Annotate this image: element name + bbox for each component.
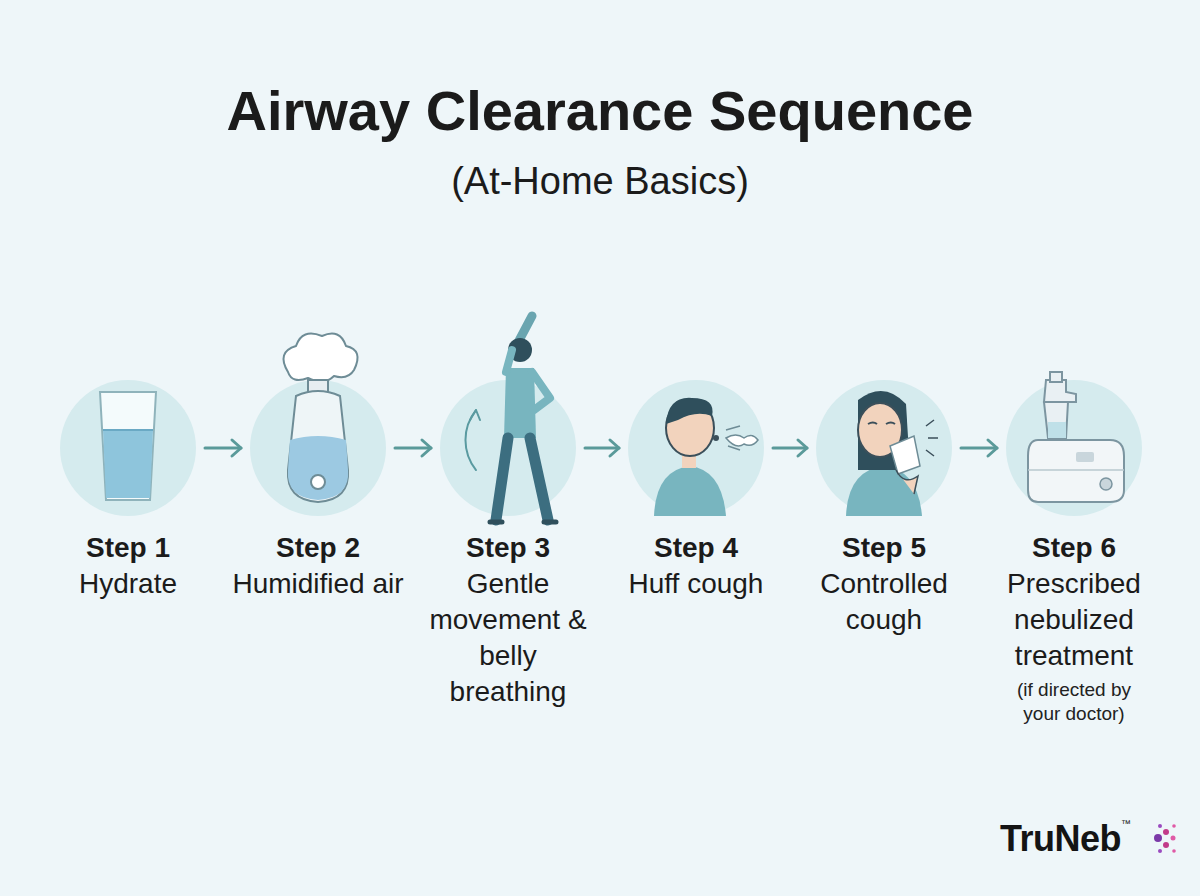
- step-node: Step 4Huff cough: [628, 380, 764, 516]
- connector-arrow: [585, 447, 619, 450]
- step-name: Huff cough: [611, 566, 781, 602]
- step-number: Step 2: [228, 530, 408, 566]
- step-number: Step 1: [38, 530, 218, 566]
- step-text-group: Step 1Hydrate: [38, 530, 218, 602]
- huff-figure: [654, 398, 758, 516]
- logo-dots: [1154, 824, 1176, 853]
- step-node: Step 1Hydrate: [60, 380, 196, 516]
- glass-icon: [100, 392, 156, 500]
- step-text-group: Step 4Huff cough: [611, 530, 781, 602]
- connector-arrow: [395, 447, 431, 450]
- arrow-head: [988, 440, 997, 456]
- subtitle: (At-Home Basics): [0, 160, 1200, 203]
- step-number: Step 3: [423, 530, 593, 566]
- step-name: Prescribed nebulized treatment: [999, 566, 1149, 674]
- step-name: Gentle movement & belly breathing: [423, 566, 593, 710]
- step-text-group: Step 6Prescribed nebulized treatment(if …: [994, 530, 1154, 726]
- step-text-group: Step 5Controlled cough: [799, 530, 969, 638]
- step-node: Step 2Humidified air: [250, 380, 386, 516]
- step-text-group: Step 2Humidified air: [228, 530, 408, 602]
- step-number: Step 4: [611, 530, 781, 566]
- arrow-head: [798, 440, 807, 456]
- step-number: Step 6: [994, 530, 1154, 566]
- step-node: Step 3Gentle movement & belly breathing: [440, 380, 576, 516]
- connector-arrow: [773, 447, 807, 450]
- step-name: Hydrate: [38, 566, 218, 602]
- stretch-figure: [465, 316, 556, 522]
- step-node: Step 5Controlled cough: [816, 380, 952, 516]
- logo-text: TruNeb: [1000, 818, 1121, 860]
- step-name: Controlled cough: [799, 566, 969, 638]
- humidifier-icon: [284, 334, 358, 502]
- cough-figure: [846, 391, 938, 516]
- connector-arrow: [205, 447, 241, 450]
- trademark: ™: [1121, 818, 1131, 829]
- step-name: Humidified air: [228, 566, 408, 602]
- title: Airway Clearance Sequence: [0, 78, 1200, 143]
- arrow-head: [232, 440, 241, 456]
- arrow-head: [422, 440, 431, 456]
- step-text-group: Step 3Gentle movement & belly breathing: [423, 530, 593, 710]
- step-number: Step 5: [799, 530, 969, 566]
- nebulizer-icon: [1028, 372, 1124, 502]
- step-note: (if directed by your doctor): [999, 678, 1149, 726]
- arrow-head: [610, 440, 619, 456]
- step-node: Step 6Prescribed nebulized treatment(if …: [1006, 380, 1142, 516]
- connector-arrow: [961, 447, 997, 450]
